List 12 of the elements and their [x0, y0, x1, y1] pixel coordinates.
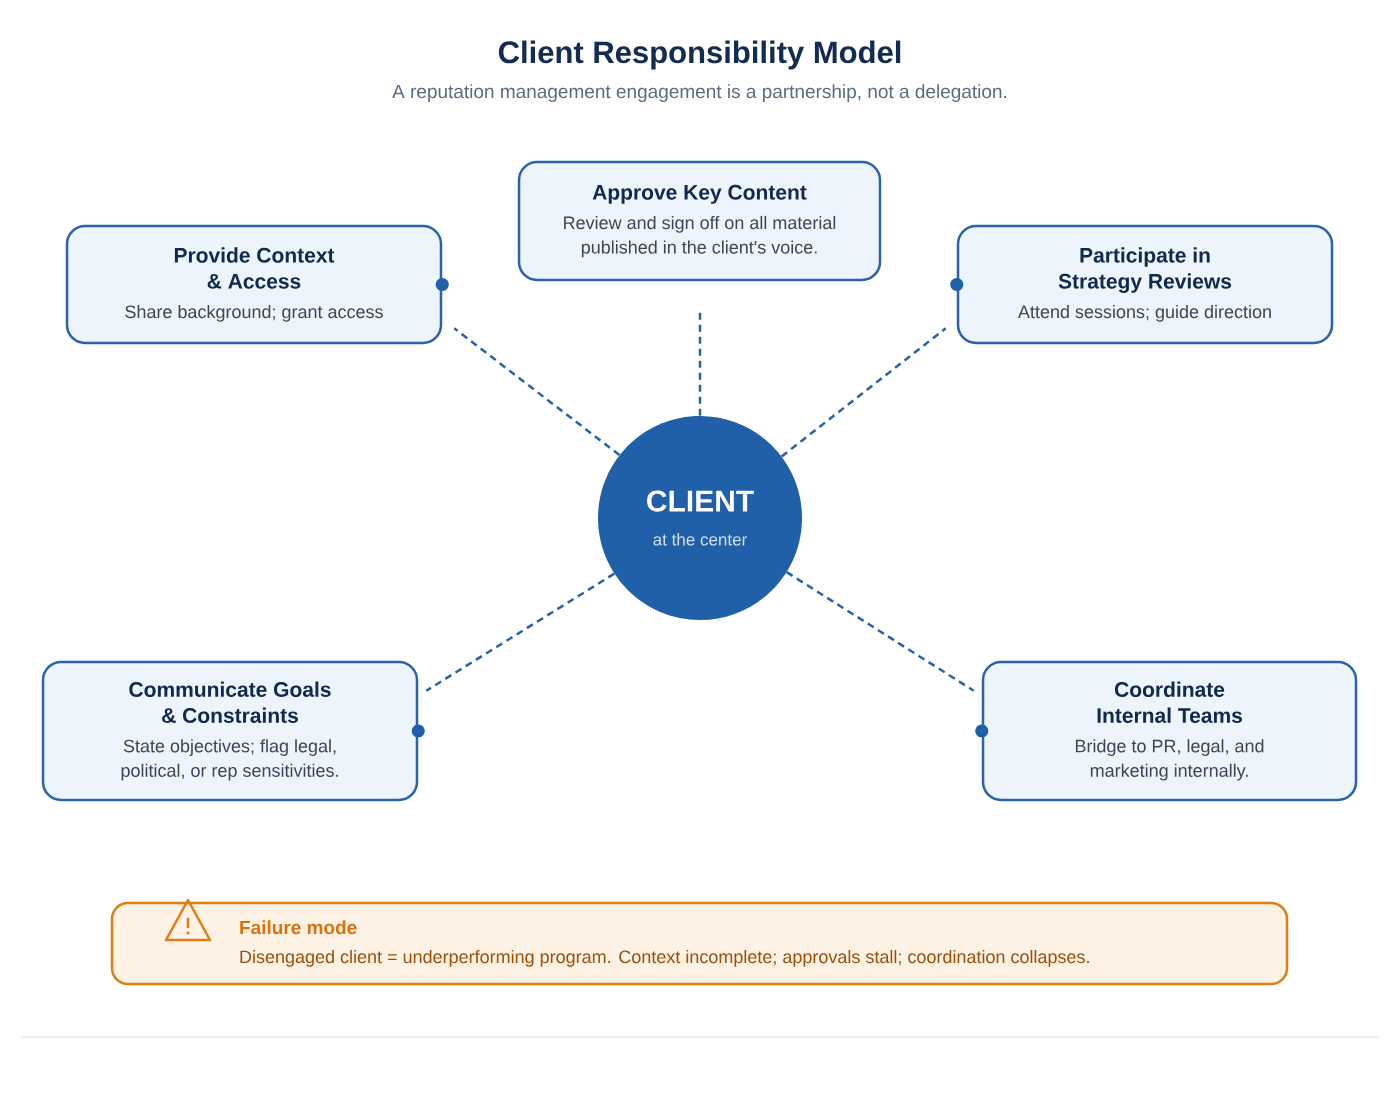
warning-box: Failure mode Disengaged client = underperforming program. Context incomplete; approvals stall; coordination collapses.: [110, 901, 1289, 986]
task-box: Coordinate Internal Teams Bridge to PR, legal, and marketing internally.: [981, 660, 1358, 802]
task-box: Participate in Strategy Reviews Attend sessions; guide direction: [956, 224, 1334, 345]
connector-line: [425, 572, 615, 692]
task-box: Approve Key Content Review and sign off on all material published in the client's voice.: [517, 160, 882, 282]
title: Client Responsibility Model: [498, 40, 901, 70]
connector-line: [780, 327, 947, 458]
subtitle: A reputation management engagement is a partnership, not a delegation.: [392, 84, 1007, 102]
connector-line: [786, 571, 975, 692]
task-box: Provide Context & Access Share background; grant access: [65, 224, 443, 345]
task-box: Communicate Goals & Constraints State objectives; flag legal, political, or rep sensitivities.: [41, 660, 419, 802]
connector-line: [453, 327, 621, 457]
